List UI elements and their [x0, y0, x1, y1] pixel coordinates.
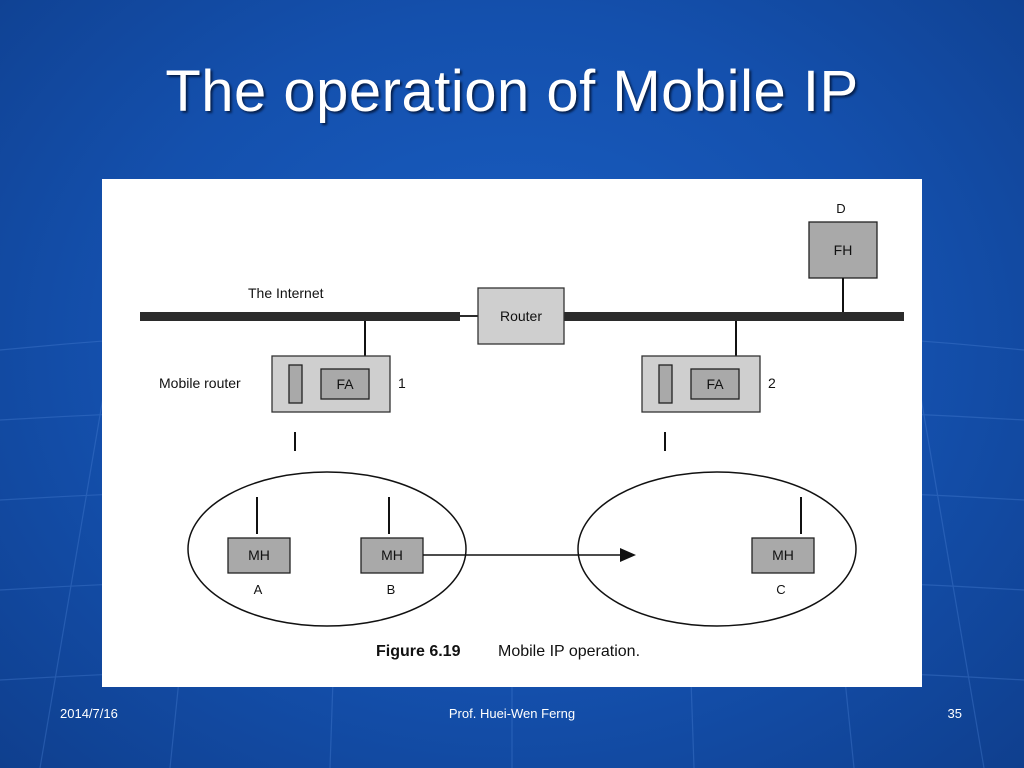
footer-author: Prof. Huei-Wen Ferng: [448, 706, 576, 721]
mobile-ip-figure: The Internet Router D FH FA Mobile route…: [102, 179, 922, 687]
fa-box-1: [320, 368, 370, 400]
fh-box: [808, 221, 878, 279]
caption-text: Mobile IP operation.: [498, 643, 640, 660]
mobile-router-1-port: [288, 364, 303, 404]
mobile-ip-diagram: The Internet Router D FH FA Mobile route…: [140, 201, 904, 660]
node-d-label: D: [836, 201, 845, 216]
node-b-label: B: [387, 582, 396, 597]
router-label: Router: [500, 308, 542, 324]
internet-label: The Internet: [248, 285, 324, 301]
mh-c-box: [751, 537, 815, 574]
fa-label-1: FA: [336, 376, 354, 392]
mobile-router-label: Mobile router: [159, 375, 241, 391]
footer-date: 2014/7/16: [60, 706, 118, 721]
internet-backbone-left: [140, 312, 460, 321]
caption-number: Figure 6.19: [376, 643, 461, 660]
network-1-label: 1: [398, 375, 406, 391]
slide-title: The operation of Mobile IP: [165, 59, 859, 124]
mh-a-label: MH: [248, 547, 270, 563]
mh-c-label: MH: [772, 547, 794, 563]
node-c-label: C: [776, 582, 785, 597]
mh-a-box: [227, 537, 291, 574]
network-2-label: 2: [768, 375, 776, 391]
fa-box-2: [690, 368, 740, 400]
node-a-label: A: [254, 582, 263, 597]
fa-label-2: FA: [706, 376, 724, 392]
mh-b-label: MH: [381, 547, 403, 563]
arrow-head-icon: [620, 548, 636, 562]
fh-label: FH: [834, 242, 853, 258]
cell-left: [187, 471, 467, 627]
internet-backbone-right: [564, 312, 904, 321]
router-box: [477, 287, 565, 345]
mobile-router-2-port: [658, 364, 673, 404]
page-number: 35: [947, 706, 962, 721]
cell-right: [577, 471, 857, 627]
